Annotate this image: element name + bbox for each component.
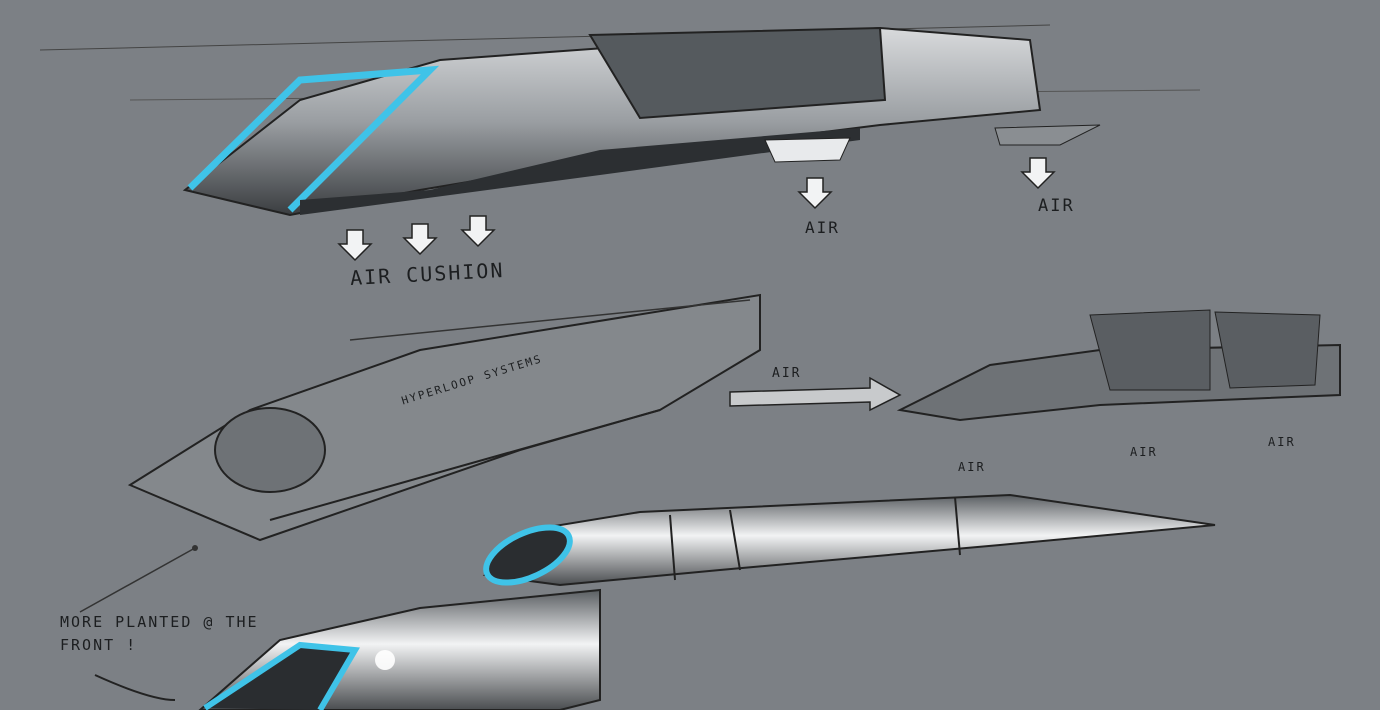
right-pod-sketch bbox=[729, 309, 1341, 422]
air-label-right: AIR bbox=[1038, 196, 1075, 216]
air-label-small-2: AIR bbox=[1130, 445, 1158, 459]
air-label-small-1: AIR bbox=[958, 460, 986, 474]
air-arrow-label: AIR bbox=[772, 366, 802, 381]
annotation-line-1: MORE PLANTED @ THE bbox=[60, 613, 259, 631]
middle-pod-sketch bbox=[127, 293, 761, 542]
long-pod-sketch bbox=[482, 493, 1216, 587]
bottom-pod-sketch bbox=[79, 545, 601, 710]
top-pod-sketch bbox=[39, 24, 1201, 217]
air-label-mid: AIR bbox=[805, 218, 840, 237]
air-label-small-3: AIR bbox=[1268, 435, 1296, 449]
annotation-line-2: FRONT ! bbox=[60, 636, 138, 654]
